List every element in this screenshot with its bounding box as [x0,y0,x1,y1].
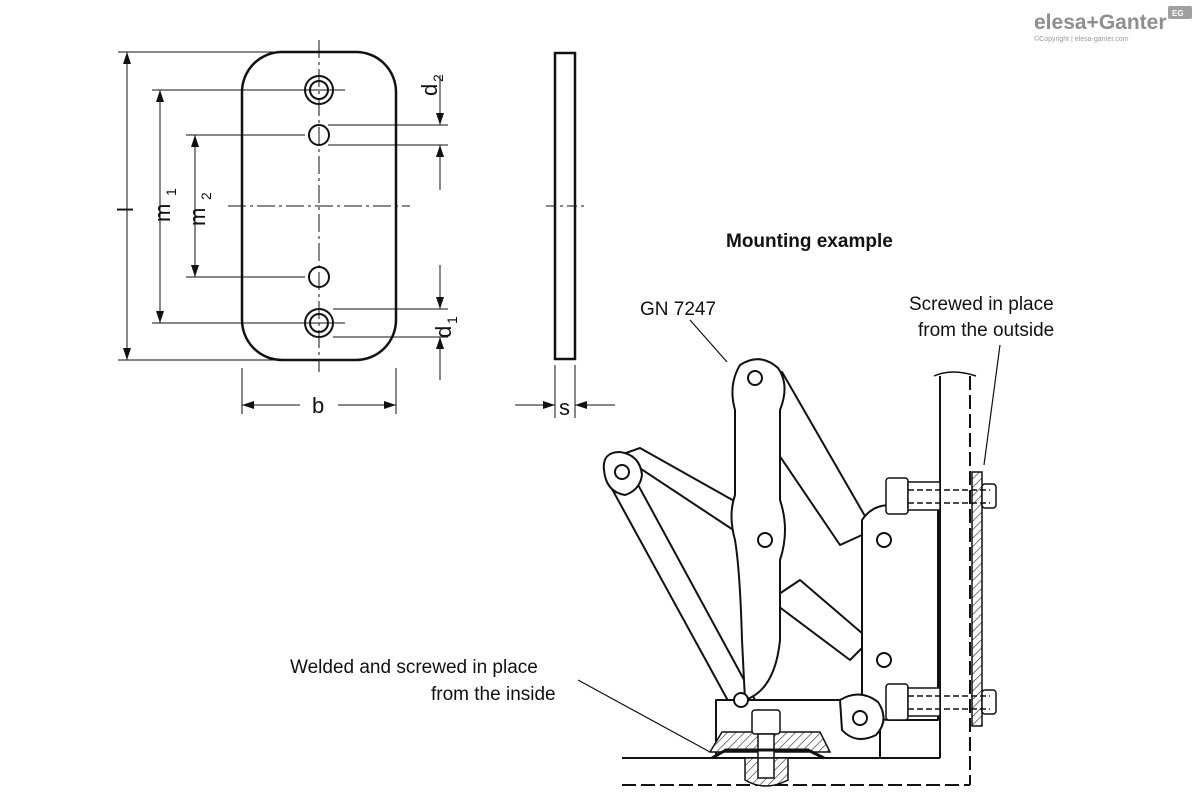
label-d2-sub: 2 [430,74,446,82]
lower-hole [308,266,330,288]
label-s: s [559,395,570,420]
wall-plate-hatched [971,471,983,727]
label-inside-line1: Welded and screwed in place [290,657,538,678]
plate-dimensions [118,51,448,414]
label-outside-line1: Screwed in place [909,294,1054,315]
plate-front-view [228,40,410,372]
logo-text: elesa+Ganter [1034,11,1167,34]
plate-side-view [515,51,615,418]
label-m1: m [150,204,175,222]
label-m2-sub: 2 [198,192,214,200]
lower-link [769,579,871,661]
logo-badge-text: EG [1172,9,1184,18]
mounting-title: Mounting example [726,231,893,252]
brand-logo: elesa+Ganter EG ©Copyright | elesa-gante… [1034,6,1192,43]
label-d1-sub: 1 [444,316,460,324]
label-b: b [312,393,324,418]
label-d1: d [431,326,456,338]
label-outside-line2: from the outside [918,320,1054,341]
pivot-holes [614,370,892,726]
logo-badge-icon [1168,6,1192,19]
upper-hole [308,124,330,146]
label-part-number: GN 7247 [640,299,716,320]
main-arm [730,358,786,701]
leader-lines [577,319,1001,753]
label-d2: d [417,84,442,96]
label-inside-line2: from the inside [431,684,556,705]
dimension-labels: l m 1 m 2 d 2 d 1 b s [113,74,570,420]
logo-copyright: ©Copyright | elesa-ganter.com [1034,35,1129,43]
label-m2: m [185,208,210,226]
wall-screws [885,477,997,721]
label-l: l [113,207,138,212]
floor-screw-detail [708,709,832,787]
label-m1-sub: 1 [163,188,179,196]
